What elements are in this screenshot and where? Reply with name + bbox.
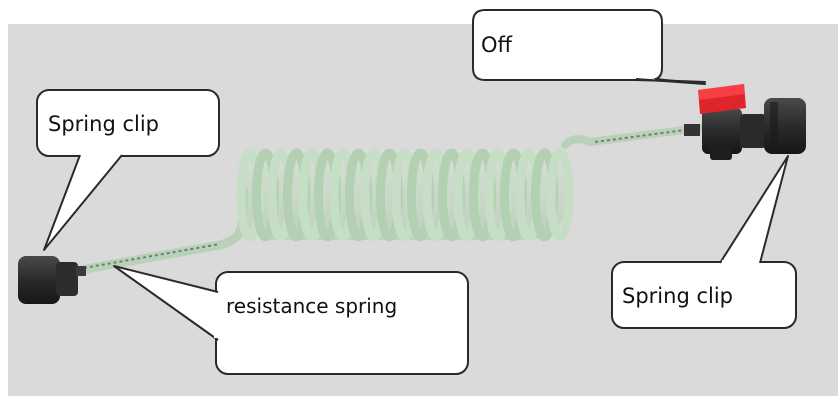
label-spring-clip-left: Spring clip	[48, 112, 159, 136]
coil-loop	[546, 148, 574, 242]
callout-spring-clip-right	[611, 155, 797, 329]
label-resistance-spring: resistance spring	[226, 294, 398, 318]
resistance-spring-wire	[83, 243, 221, 269]
callout-spring-clip-left	[36, 89, 220, 251]
left-connector	[18, 256, 86, 304]
label-spring-clip-right: Spring clip	[622, 284, 733, 308]
coil-spring	[236, 148, 574, 242]
hose-tube-right	[561, 124, 704, 149]
label-off: Off	[481, 33, 512, 57]
right-connector	[764, 98, 806, 154]
callout-off	[472, 9, 706, 85]
valve-assembly	[684, 108, 766, 160]
coil-loops	[236, 148, 574, 242]
callout-resistance-spring	[113, 265, 469, 375]
valve-handle-off	[698, 84, 746, 114]
